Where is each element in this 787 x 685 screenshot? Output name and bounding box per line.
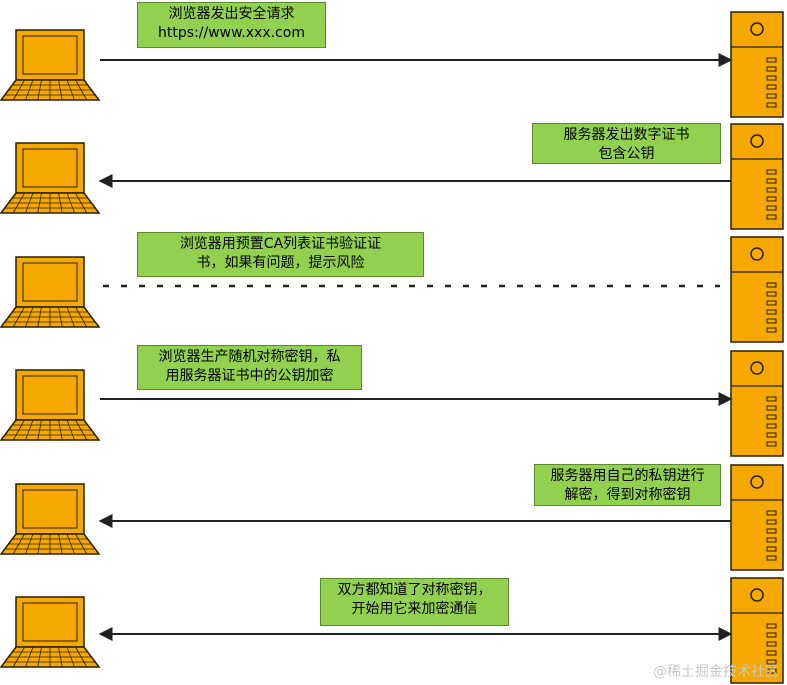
server-slot xyxy=(766,187,777,193)
laptop-screen-inner xyxy=(22,262,78,302)
laptop-screen xyxy=(15,29,85,81)
watermark: @稀土掘金技术社区 xyxy=(653,664,779,680)
server-5 xyxy=(730,464,784,571)
step-3-line-2: 书，如果有问题，提示风险 xyxy=(196,255,365,271)
server-slot xyxy=(766,537,777,543)
server-slot xyxy=(766,178,777,184)
server-1 xyxy=(730,11,784,118)
server-slot xyxy=(766,282,777,288)
laptop-screen-inner xyxy=(22,148,78,188)
server-slot xyxy=(766,659,777,665)
server-slot xyxy=(766,291,777,297)
server-slot xyxy=(766,623,777,629)
step-4-line-2: 用服务器证书中的公钥加密 xyxy=(165,368,334,384)
step-6-line-2: 开始用它来加密通信 xyxy=(351,601,478,617)
server-power-icon xyxy=(750,475,764,489)
step-1-note: 浏览器发出安全请求 https://www.xxx.com xyxy=(137,2,326,48)
laptop-screen xyxy=(15,596,85,648)
server-slot xyxy=(766,66,777,72)
laptop-screen xyxy=(15,369,85,421)
server-slot xyxy=(766,84,777,90)
step-1-line-1: 浏览器发出安全请求 xyxy=(168,6,295,22)
server-slot xyxy=(766,632,777,638)
server-slot xyxy=(766,668,777,674)
server-slot xyxy=(766,441,777,447)
server-slot xyxy=(766,327,777,333)
step-3-line-1: 浏览器用预置CA列表证书验证证 xyxy=(179,236,382,252)
step-5-line-1: 服务器用自己的私钥进行 xyxy=(550,468,705,484)
server-slot xyxy=(766,414,777,420)
laptop-screen-inner xyxy=(22,375,78,415)
step-3-note: 浏览器用预置CA列表证书验证证 书，如果有问题，提示风险 xyxy=(137,232,424,277)
step-5-note: 服务器用自己的私钥进行 解密，得到对称密钥 xyxy=(534,464,721,506)
server-power-icon xyxy=(750,247,764,261)
server-slot xyxy=(766,528,777,534)
server-slot xyxy=(766,519,777,525)
server-slot xyxy=(766,546,777,552)
server-6 xyxy=(730,577,784,684)
step-4-note: 浏览器生产随机对称密钥，私 用服务器证书中的公钥加密 xyxy=(137,345,362,390)
step-5-line-2: 解密，得到对称密钥 xyxy=(564,487,691,503)
server-slot xyxy=(766,555,777,561)
laptop-2 xyxy=(0,142,101,214)
laptop-screen xyxy=(15,142,85,194)
server-slot xyxy=(766,641,777,647)
server-slot xyxy=(766,318,777,324)
laptop-screen-inner xyxy=(22,489,78,529)
laptop-screen-inner xyxy=(22,35,78,75)
server-slot xyxy=(766,510,777,516)
server-slot xyxy=(766,396,777,402)
server-power-icon xyxy=(750,588,764,602)
server-slot xyxy=(766,205,777,211)
server-slot xyxy=(766,102,777,108)
laptop-3 xyxy=(0,256,101,328)
server-2 xyxy=(730,123,784,230)
server-slot xyxy=(766,57,777,63)
laptop-screen xyxy=(15,483,85,535)
server-slot xyxy=(766,169,777,175)
server-4 xyxy=(730,350,784,457)
server-slot xyxy=(766,300,777,306)
server-slot xyxy=(766,75,777,81)
step-4-line-1: 浏览器生产随机对称密钥，私 xyxy=(158,349,341,365)
server-slot xyxy=(766,405,777,411)
step-6-note: 双方都知道了对称密钥， 开始用它来加密通信 xyxy=(320,578,509,626)
laptop-4 xyxy=(0,369,101,441)
step-2-note: 服务器发出数字证书 包含公钥 xyxy=(532,123,721,164)
server-power-icon xyxy=(750,134,764,148)
server-power-icon xyxy=(750,361,764,375)
laptop-1 xyxy=(0,29,101,101)
server-slot xyxy=(766,93,777,99)
server-slot xyxy=(766,650,777,656)
laptop-screen-inner xyxy=(22,602,78,642)
step-6-line-1: 双方都知道了对称密钥， xyxy=(337,582,492,598)
server-slot xyxy=(766,309,777,315)
server-slot xyxy=(766,423,777,429)
server-body xyxy=(730,123,784,230)
step-2-line-2: 包含公钥 xyxy=(598,146,655,162)
server-power-icon xyxy=(750,22,764,36)
server-slot xyxy=(766,432,777,438)
server-3 xyxy=(730,236,784,343)
laptop-screen xyxy=(15,256,85,308)
step-2-line-1: 服务器发出数字证书 xyxy=(563,127,690,143)
laptop-5 xyxy=(0,483,101,555)
server-slot xyxy=(766,214,777,220)
server-slot xyxy=(766,196,777,202)
step-1-line-2: https://www.xxx.com xyxy=(158,25,305,41)
laptop-6 xyxy=(0,596,101,668)
